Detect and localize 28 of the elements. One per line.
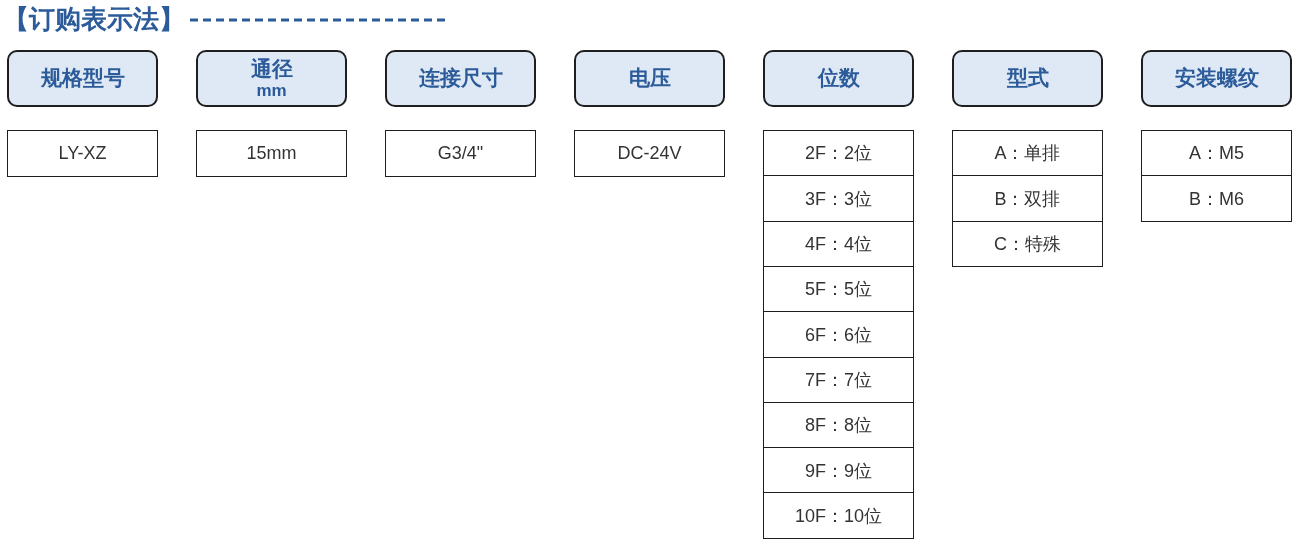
header-box: 规格型号 bbox=[7, 50, 158, 107]
title: 【订购表示法】 bbox=[3, 3, 185, 35]
option-box: 15mm bbox=[196, 130, 347, 177]
option-box: 2F：2位 bbox=[763, 130, 914, 177]
header-box: 型式 bbox=[952, 50, 1103, 107]
option-box: 3F：3位 bbox=[763, 175, 914, 223]
option-box: A：M5 bbox=[1141, 130, 1292, 177]
option-box: B：M6 bbox=[1141, 175, 1292, 223]
option-box: LY-XZ bbox=[7, 130, 158, 177]
option-box: G3/4" bbox=[385, 130, 536, 177]
option-box: C：特殊 bbox=[952, 220, 1103, 268]
option-box: DC-24V bbox=[574, 130, 725, 177]
option-box: 4F：4位 bbox=[763, 220, 914, 268]
option-box: A：单排 bbox=[952, 130, 1103, 177]
option-box: 10F：10位 bbox=[763, 492, 914, 540]
header-box: 安装螺纹 bbox=[1141, 50, 1292, 107]
header-box: 电压 bbox=[574, 50, 725, 107]
header-box bbox=[196, 50, 347, 107]
option-box: 5F：5位 bbox=[763, 265, 914, 313]
option-box: B：双排 bbox=[952, 175, 1103, 223]
option-box: 6F：6位 bbox=[763, 311, 914, 359]
header-box: 连接尺寸 bbox=[385, 50, 536, 107]
option-box: 9F：9位 bbox=[763, 447, 914, 494]
option-box: 7F：7位 bbox=[763, 356, 914, 404]
header-box: 位数 bbox=[763, 50, 914, 107]
option-box: 8F：8位 bbox=[763, 401, 914, 449]
unit-label: mm bbox=[256, 80, 287, 101]
header-label: 通径 bbox=[250, 56, 293, 81]
